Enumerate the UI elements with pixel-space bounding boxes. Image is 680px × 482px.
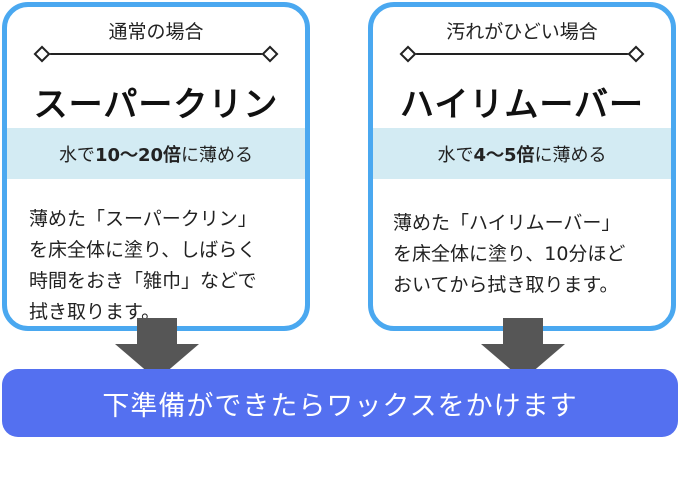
case-label: 汚れがひどい場合 bbox=[446, 21, 598, 43]
heavy-dirt-case-card: 汚れがひどい場合 ハイリムーバー 水で 4〜5倍 に薄める 薄めた「ハイリムーバ… bbox=[368, 2, 676, 331]
instruction-line: 薄めた「ハイリムーバー」 bbox=[393, 212, 621, 234]
dilution-prefix: 水で bbox=[437, 144, 474, 166]
case-label: 通常の場合 bbox=[108, 21, 204, 43]
diamond-icon bbox=[33, 45, 51, 63]
dilution-suffix: に薄める bbox=[534, 144, 607, 166]
diamond-icon bbox=[399, 45, 417, 63]
instruction-line: 拭き取ります。 bbox=[29, 301, 161, 323]
banner-text: 下準備ができたらワックスをかけます bbox=[102, 390, 578, 422]
product-name: スーパークリン bbox=[33, 85, 279, 125]
dilution-ratio: 10〜20倍 bbox=[94, 144, 182, 166]
dilution-instruction: 水で 4〜5倍 に薄める bbox=[373, 128, 671, 179]
dilution-suffix: に薄める bbox=[181, 144, 254, 166]
instruction-text: 薄めた「ハイリムーバー」 を床全体に塗り、10分ほど おいてから拭き取ります。 bbox=[393, 208, 659, 301]
instruction-text: 薄めた「スーパークリン」 を床全体に塗り、しばらく 時間をおき「雑巾」などで 拭… bbox=[29, 204, 293, 326]
instruction-line: を床全体に塗り、10分ほど bbox=[393, 243, 626, 265]
instruction-line: 薄めた「スーパークリン」 bbox=[29, 208, 257, 230]
instruction-line: を床全体に塗り、しばらく bbox=[29, 239, 257, 261]
ornament-divider bbox=[33, 45, 279, 63]
dilution-prefix: 水で bbox=[58, 144, 95, 166]
dilution-instruction: 水で 10〜20倍 に薄める bbox=[7, 128, 305, 179]
instruction-line: 時間をおき「雑巾」などで bbox=[29, 270, 257, 292]
instruction-line: おいてから拭き取ります。 bbox=[393, 274, 619, 296]
next-step-banner: 下準備ができたらワックスをかけます bbox=[2, 369, 678, 437]
diamond-icon bbox=[261, 45, 279, 63]
product-name: ハイリムーバー bbox=[400, 85, 644, 125]
ornament-divider bbox=[399, 45, 645, 63]
dilution-ratio: 4〜5倍 bbox=[473, 144, 535, 166]
normal-case-card: 通常の場合 スーパークリン 水で 10〜20倍 に薄める 薄めた「スーパークリン… bbox=[2, 2, 310, 331]
diamond-icon bbox=[627, 45, 645, 63]
